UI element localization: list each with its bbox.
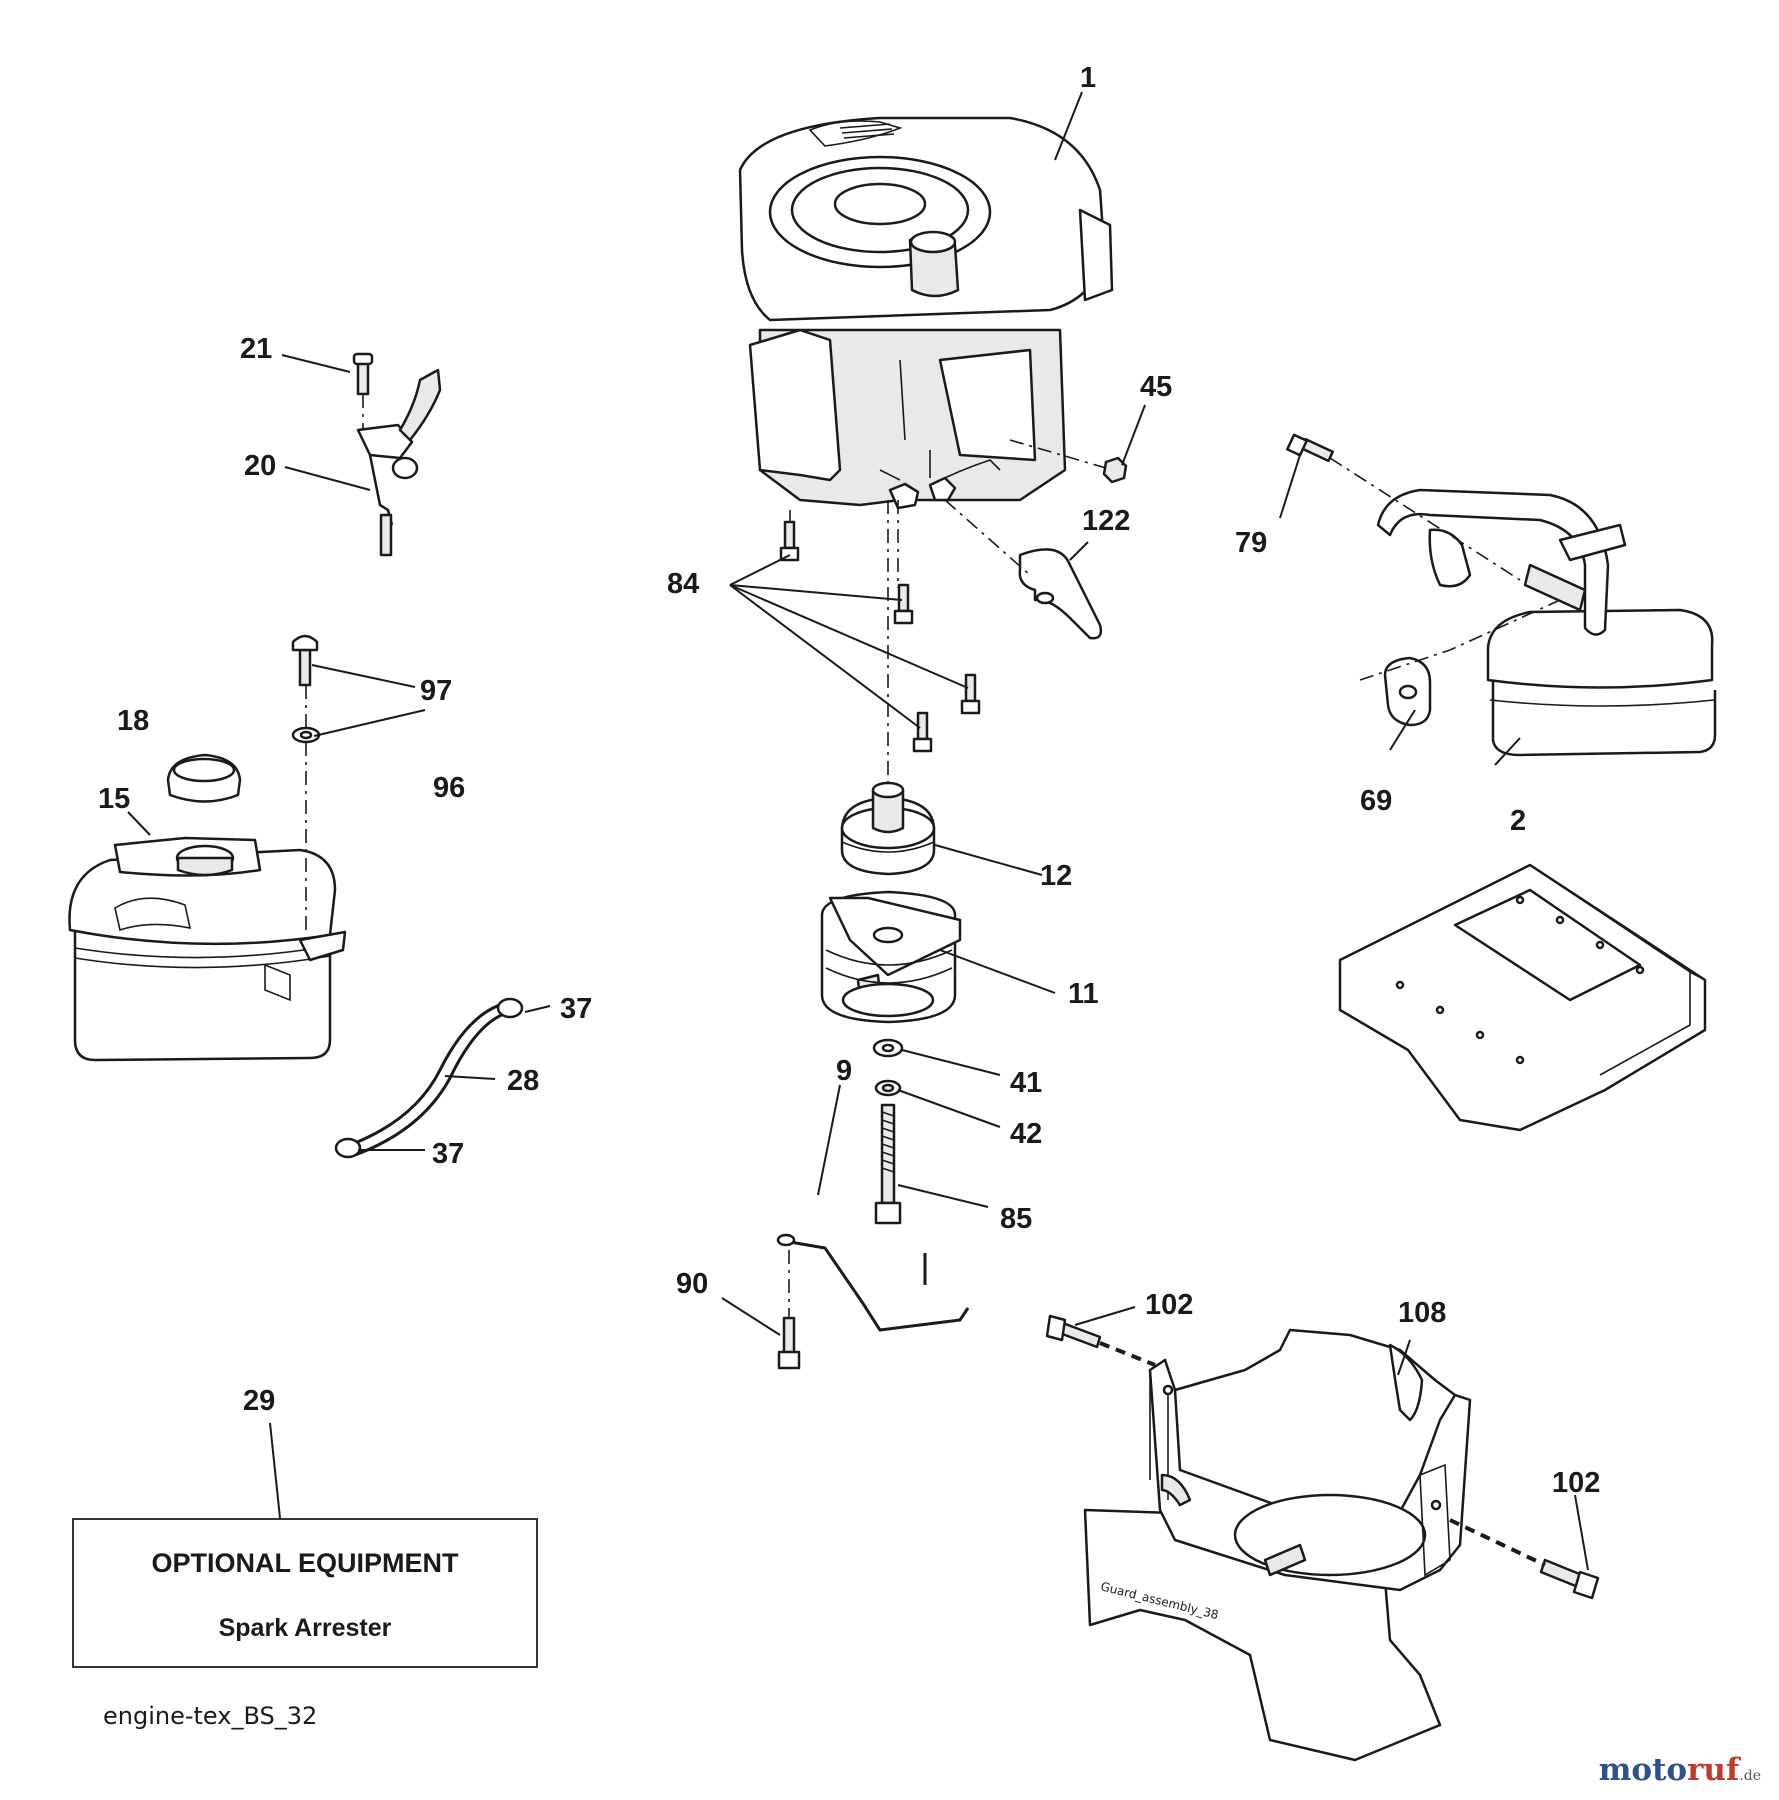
hose-clamp-37-top bbox=[496, 997, 524, 1019]
callout-2: 2 bbox=[1510, 805, 1526, 837]
callout-37-top: 37 bbox=[560, 993, 592, 1025]
callout-41: 41 bbox=[1010, 1067, 1042, 1099]
callout-79: 79 bbox=[1235, 527, 1267, 559]
assembly-line-102-right bbox=[1449, 1518, 1546, 1567]
callout-45: 45 bbox=[1140, 371, 1172, 403]
nut-45 bbox=[1102, 456, 1128, 484]
fuel-tank-15 bbox=[68, 836, 347, 1062]
callout-20: 20 bbox=[244, 450, 276, 482]
engine-plate bbox=[1338, 863, 1707, 1132]
callout-37-bottom: 37 bbox=[432, 1138, 464, 1170]
muffler-2 bbox=[1376, 488, 1717, 757]
callout-108: 108 bbox=[1398, 1297, 1446, 1329]
callout-11: 11 bbox=[1068, 978, 1099, 1010]
screw-97 bbox=[291, 634, 319, 687]
guard-108 bbox=[1083, 1328, 1472, 1762]
callout-21: 21 bbox=[240, 333, 272, 365]
washer-41 bbox=[872, 1038, 904, 1058]
throttle-control-20 bbox=[356, 368, 442, 557]
hose-clamp-37-bottom bbox=[334, 1137, 362, 1159]
diagram-reference: engine-tex_BS_32 bbox=[103, 1702, 318, 1730]
bracket-122 bbox=[1018, 548, 1103, 640]
callout-15: 15 bbox=[98, 783, 130, 815]
washer-42 bbox=[874, 1079, 902, 1097]
bolt-90 bbox=[777, 1316, 801, 1370]
callout-9: 9 bbox=[836, 1055, 852, 1087]
optional-equipment-title: OPTIONAL EQUIPMENT bbox=[151, 1548, 459, 1578]
callout-1: 1 bbox=[1080, 62, 1096, 94]
bolt-79 bbox=[1286, 433, 1334, 463]
gasket-69 bbox=[1383, 528, 1472, 727]
watermark-tld: .de bbox=[1739, 1768, 1761, 1784]
fuel-cap-18 bbox=[166, 753, 242, 803]
clutch-11 bbox=[820, 890, 962, 1024]
leader-lines bbox=[127, 91, 1589, 1571]
assembly-line-102-left bbox=[1099, 1341, 1156, 1367]
watermark-logo: motoruf.de bbox=[1599, 1752, 1761, 1788]
callout-69: 69 bbox=[1360, 785, 1392, 817]
assembly-line-79 bbox=[1329, 457, 1521, 581]
engine bbox=[738, 116, 1114, 510]
callout-29: 29 bbox=[243, 1385, 275, 1417]
callout-84: 84 bbox=[667, 568, 699, 600]
rod-9 bbox=[776, 1233, 970, 1332]
screw-21 bbox=[352, 352, 374, 396]
fuel-hose-28 bbox=[349, 1000, 511, 1157]
pulley-12 bbox=[840, 781, 936, 876]
spark-arrester-label: Spark Arrester bbox=[218, 1614, 392, 1642]
assembly-line-45 bbox=[1009, 439, 1107, 469]
callout-18: 18 bbox=[117, 705, 149, 737]
bolt-102-right bbox=[1539, 1558, 1600, 1600]
callout-85: 85 bbox=[1000, 1203, 1032, 1235]
callout-12: 12 bbox=[1040, 860, 1072, 892]
assembly-line-122 bbox=[944, 499, 1031, 576]
callout-90: 90 bbox=[676, 1268, 708, 1300]
bolt-85 bbox=[874, 1103, 902, 1225]
callout-122: 122 bbox=[1082, 505, 1130, 537]
callout-28: 28 bbox=[507, 1065, 539, 1097]
callout-102-left: 102 bbox=[1145, 1289, 1193, 1321]
bolt-102-left bbox=[1045, 1314, 1102, 1349]
optional-equipment-box: OPTIONAL EQUIPMENT Spark Arrester bbox=[72, 1518, 538, 1668]
callout-42: 42 bbox=[1010, 1118, 1042, 1150]
callout-96: 96 bbox=[433, 772, 465, 804]
callout-97: 97 bbox=[420, 675, 452, 707]
assembly-line-69 bbox=[1359, 599, 1561, 681]
bolts-84 bbox=[779, 520, 981, 753]
callout-102-right: 102 bbox=[1552, 1467, 1600, 1499]
watermark-brand: moto bbox=[1598, 1752, 1688, 1788]
watermark-accent: ruf bbox=[1687, 1752, 1740, 1788]
callouts: 1 2 9 11 12 15 18 20 21 28 29 37 37 41 4… bbox=[98, 62, 1600, 1499]
